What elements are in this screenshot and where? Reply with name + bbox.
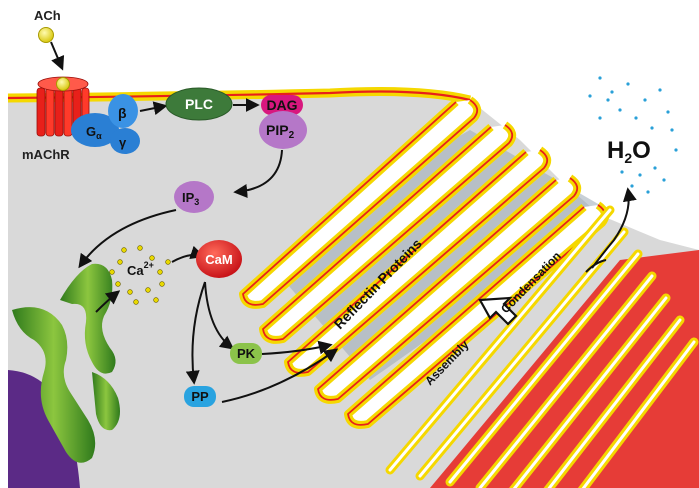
ach-label: ACh <box>34 8 61 23</box>
assembly-arrow <box>478 296 518 326</box>
condensed-membrane-folds <box>385 205 699 488</box>
machr-label: mAChR <box>22 147 70 162</box>
calcium-ions: Ca2+ <box>109 245 171 305</box>
g-protein: Gα β γ <box>71 94 140 154</box>
cam-node: CaM <box>196 240 242 278</box>
calcium-label: Ca2+ <box>127 260 154 278</box>
g-alpha-label: Gα <box>86 124 102 141</box>
ip3-label: IP3 <box>182 190 199 207</box>
membrane-lamellae <box>239 96 610 429</box>
ip3-node: IP3 <box>174 181 214 213</box>
endoplasmic-reticulum <box>12 263 120 463</box>
beta-label: β <box>118 105 127 121</box>
water-droplets <box>588 76 678 194</box>
dag-label: DAG <box>266 97 297 113</box>
pp-label: PP <box>191 389 209 404</box>
plc-node: PLC <box>165 87 233 121</box>
ach-ligand: ACh <box>34 8 61 43</box>
pk-label: PK <box>237 346 256 361</box>
nucleus <box>8 370 80 488</box>
cam-label: CaM <box>205 252 232 267</box>
plc-label: PLC <box>185 96 213 112</box>
pp-node: PP <box>184 386 216 407</box>
dag-node: DAG <box>261 95 303 115</box>
h2o-label: H2O <box>607 137 651 166</box>
gamma-label: γ <box>119 135 127 150</box>
pk-node: PK <box>230 343 262 364</box>
pip2-node: PIP2 <box>259 111 307 149</box>
pip2-label: PIP2 <box>266 122 295 141</box>
pathway-arrows <box>50 41 637 403</box>
